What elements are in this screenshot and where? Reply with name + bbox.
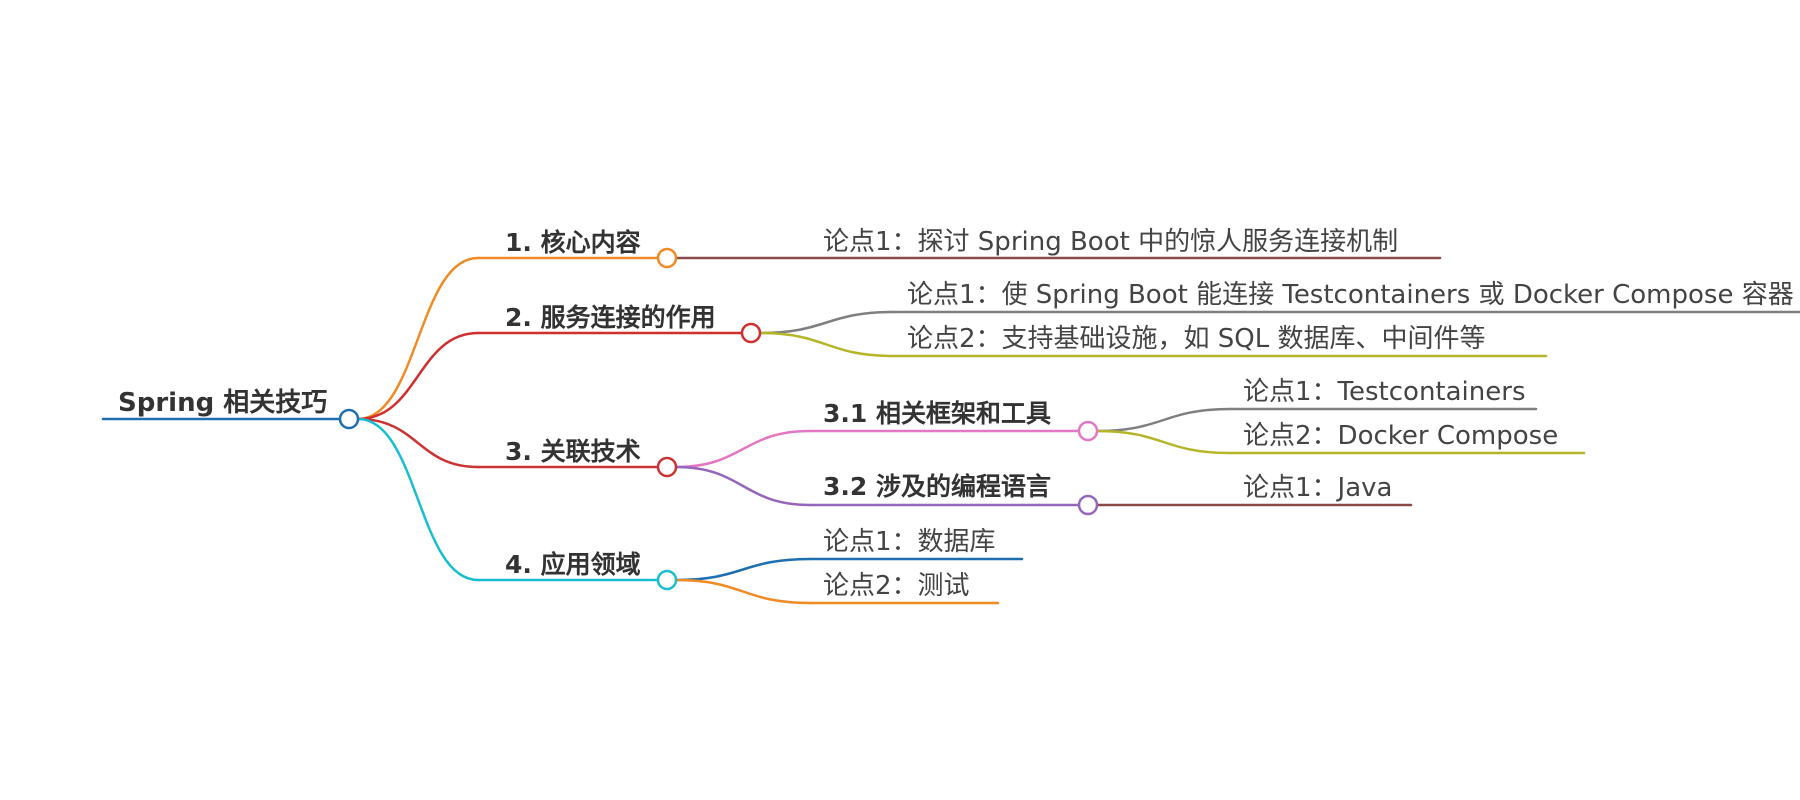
leaf-testcontainers-label[interactable]: 论点1：Testcontainers <box>1243 377 1526 407</box>
leaf-database-label[interactable]: 论点1：数据库 <box>823 527 996 557</box>
node-root[interactable] <box>338 408 360 430</box>
root-node-label[interactable]: Spring 相关技巧 <box>118 388 328 418</box>
sub-frameworks-tools-label[interactable]: 3.1 相关框架和工具 <box>823 399 1051 428</box>
connector-testcontainers <box>1095 407 1232 433</box>
branch-related-tech-label[interactable]: 3. 关联技术 <box>505 437 641 466</box>
node-languages[interactable] <box>1077 494 1099 516</box>
leaf-java-label[interactable]: 论点1：Java <box>1243 473 1393 503</box>
connector-connection-point1 <box>758 310 895 335</box>
leaf-docker-compose-label[interactable]: 论点2：Docker Compose <box>1243 421 1559 451</box>
leaf-testing-label[interactable]: 论点2：测试 <box>823 571 970 601</box>
connector-connection-point2 <box>758 331 895 358</box>
node-branch-3[interactable] <box>656 456 678 478</box>
node-branch-1[interactable] <box>656 247 678 269</box>
connector-root-to-branch-4 <box>356 417 480 582</box>
node-frameworks-tools[interactable] <box>1077 420 1099 442</box>
connector-database <box>674 557 812 582</box>
leaf-connection-point1-label[interactable]: 论点1：使 Spring Boot 能连接 Testcontainers 或 D… <box>907 280 1794 310</box>
branch-core-content-label[interactable]: 1. 核心内容 <box>505 228 641 257</box>
connector-tech-frameworks <box>674 429 812 469</box>
branch-application-domain-label[interactable]: 4. 应用领域 <box>505 550 641 579</box>
sub-languages-label[interactable]: 3.2 涉及的编程语言 <box>823 472 1051 501</box>
leaf-core-point1-label[interactable]: 论点1：探讨 Spring Boot 中的惊人服务连接机制 <box>823 227 1399 257</box>
connector-root-to-branch-3 <box>356 417 480 469</box>
connector-tech-languages <box>674 465 812 507</box>
connector-docker-compose <box>1095 429 1232 455</box>
node-branch-2[interactable] <box>740 322 762 344</box>
connector-root-to-branch-2 <box>356 331 480 421</box>
node-branch-4[interactable] <box>656 569 678 591</box>
leaf-connection-point2-label[interactable]: 论点2：支持基础设施，如 SQL 数据库、中间件等 <box>907 324 1486 354</box>
branch-service-connection-role-label[interactable]: 2. 服务连接的作用 <box>505 303 716 332</box>
connector-testing <box>674 578 812 605</box>
connector-root-to-branch-1 <box>356 256 480 421</box>
